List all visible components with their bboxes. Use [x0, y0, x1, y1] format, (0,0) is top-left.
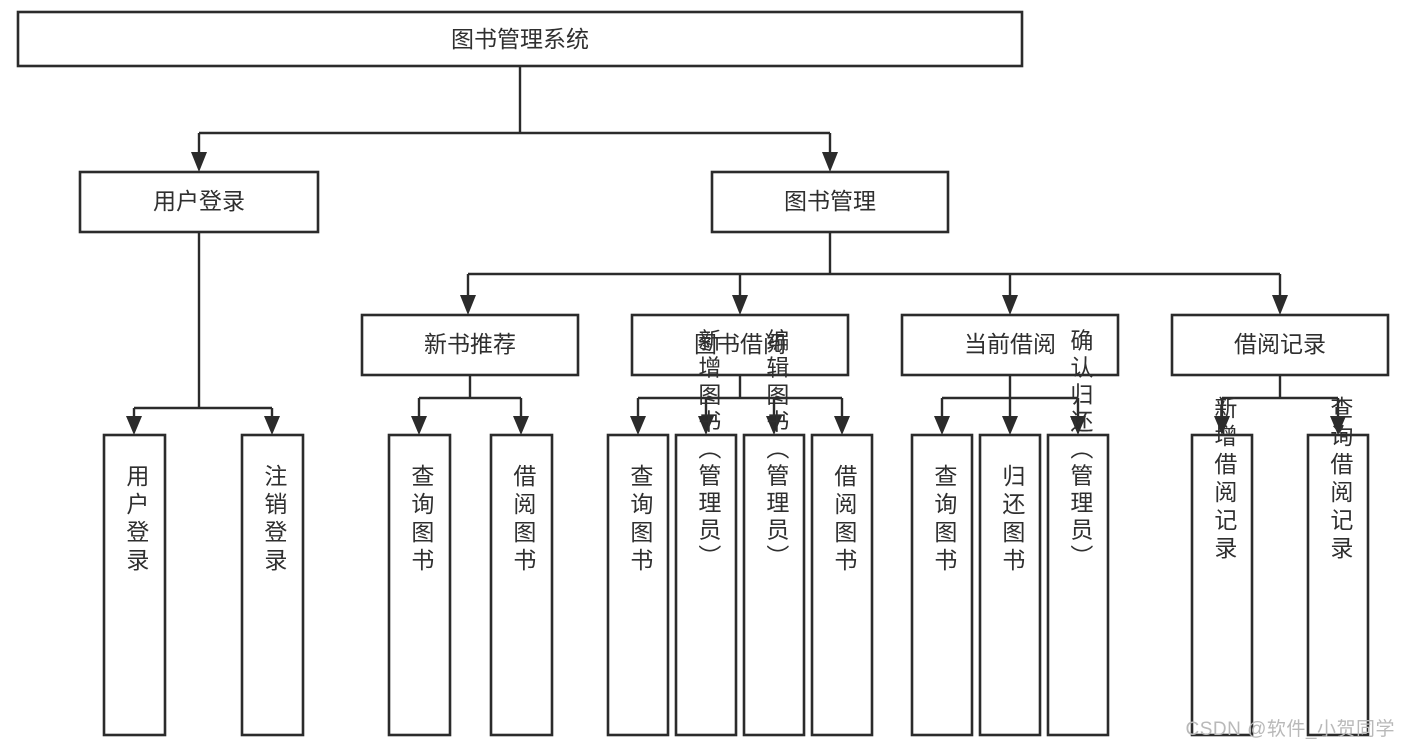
- node-book-management-label: 图书管理: [784, 188, 876, 214]
- node-current-borrow[interactable]: 当前借阅: [900, 313, 1120, 377]
- node-root-book-management-system[interactable]: 图书管理系统: [16, 10, 1024, 68]
- leaf-node-newbook-borrow-book[interactable]: 借阅图书: [489, 433, 554, 737]
- node-current-borrow-box: [900, 313, 1120, 377]
- arrow-to-bookborrow-leaf-2: [698, 416, 714, 435]
- leaf-currentborrow-query-book-box: [910, 433, 974, 737]
- leaf-logout-box: [240, 433, 305, 737]
- leaf-query-borrow-record-label: 查询借阅记录: [1327, 396, 1354, 564]
- arrow-to-bookborrow-leaf-1: [630, 416, 646, 435]
- leaf-node-bookborrow-borrow-book[interactable]: 借阅图书: [810, 433, 874, 737]
- node-user-login-box: [78, 170, 320, 234]
- leaf-node-user-login[interactable]: 用户登录: [102, 433, 167, 737]
- leaf-node-query-borrow-record[interactable]: 查询借阅记录: [1306, 396, 1370, 737]
- arrow-to-currentborrow-leaf-1: [934, 416, 950, 435]
- leaf-user-login-label: 用户登录: [123, 464, 150, 576]
- leaf-currentborrow-confirm-return-box: [1046, 433, 1110, 737]
- leaf-currentborrow-return-book-box: [978, 433, 1042, 737]
- leaf-currentborrow-query-book-label: 查询图书: [931, 464, 958, 576]
- leaf-bookborrow-edit-book-box: [742, 433, 806, 737]
- node-current-borrow-label: 当前借阅: [964, 331, 1056, 357]
- leaf-bookborrow-add-book-box: [674, 433, 738, 737]
- node-book-management-box: [710, 170, 950, 234]
- leaf-currentborrow-return-book-label: 归还图书: [999, 464, 1026, 576]
- arrow-to-book-mgmt: [822, 152, 838, 172]
- node-root-label: 图书管理系统: [451, 26, 589, 52]
- leaf-newbook-query-book-box: [387, 433, 452, 737]
- arrow-to-leaf-logout: [264, 416, 280, 435]
- leaf-bookborrow-query-book-box: [606, 433, 670, 737]
- leaf-newbook-borrow-book-label: 借阅图书: [510, 464, 537, 576]
- leaf-logout-label: 注销登录: [261, 464, 288, 576]
- node-borrow-records-box: [1170, 313, 1390, 377]
- leaf-add-borrow-record-box: [1190, 433, 1254, 737]
- node-borrow-records[interactable]: 借阅记录: [1170, 313, 1390, 377]
- arrowhead-group: [126, 152, 1346, 435]
- arrow-to-borrowrecords-leaf-2: [1330, 416, 1346, 435]
- arrow-to-newbook-leaf-1: [411, 416, 427, 435]
- leaf-newbook-query-book-label: 查询图书: [408, 464, 435, 576]
- arrow-to-newbook-leaf-2: [513, 416, 529, 435]
- arrow-to-user-login: [191, 152, 207, 172]
- leaf-bookborrow-query-book-label: 查询图书: [627, 464, 654, 576]
- arrow-to-currentborrow-leaf-3: [1070, 416, 1086, 435]
- arrow-to-currentborrow-leaf-2: [1002, 416, 1018, 435]
- arrow-to-borrowrecords-leaf-1: [1214, 416, 1230, 435]
- leaf-node-currentborrow-query-book[interactable]: 查询图书: [910, 433, 974, 737]
- arrow-to-book-borrow: [732, 295, 748, 315]
- leaf-node-newbook-query-book[interactable]: 查询图书: [387, 433, 452, 737]
- node-user-login-label: 用户登录: [153, 188, 245, 214]
- node-root-box: [16, 10, 1024, 68]
- arrow-to-new-book: [460, 295, 476, 315]
- node-book-management[interactable]: 图书管理: [710, 170, 950, 234]
- leaf-newbook-borrow-book-box: [489, 433, 554, 737]
- arrow-to-bookborrow-leaf-3: [766, 416, 782, 435]
- leaf-query-borrow-record-box: [1306, 433, 1370, 737]
- arrow-to-current-borrow: [1002, 295, 1018, 315]
- leaf-node-add-borrow-record[interactable]: 新增借阅记录: [1190, 396, 1254, 737]
- leaf-node-bookborrow-add-book[interactable]: 新增图书（管理员）: [674, 329, 738, 737]
- leaf-node-bookborrow-query-book[interactable]: 查询图书: [606, 433, 670, 737]
- leaf-node-currentborrow-return-book[interactable]: 归还图书: [978, 433, 1042, 737]
- leaf-node-bookborrow-edit-book[interactable]: 编辑图书（管理员）: [742, 329, 806, 737]
- leaf-bookborrow-edit-book-label: 编辑图书（管理员）: [763, 329, 790, 572]
- arrow-to-borrow-records: [1272, 295, 1288, 315]
- leaf-bookborrow-borrow-book-label: 借阅图书: [831, 464, 858, 576]
- node-book-borrow[interactable]: 图书借阅: [630, 313, 850, 377]
- arrow-to-bookborrow-leaf-4: [834, 416, 850, 435]
- node-new-book-recommend-box: [360, 313, 580, 377]
- connector-group: [132, 66, 1340, 416]
- leaf-bookborrow-borrow-book-box: [810, 433, 874, 737]
- leaf-user-login-box: [102, 433, 167, 737]
- leaf-node-currentborrow-confirm-return[interactable]: 确认归还（管理员）: [1046, 329, 1110, 737]
- arrow-to-leaf-user-login: [126, 416, 142, 435]
- node-user-login[interactable]: 用户登录: [78, 170, 320, 234]
- node-book-borrow-box: [630, 313, 850, 377]
- leaf-bookborrow-add-book-label: 新增图书（管理员）: [695, 329, 722, 572]
- node-borrow-records-label: 借阅记录: [1234, 331, 1326, 357]
- leaf-add-borrow-record-label: 新增借阅记录: [1211, 396, 1238, 564]
- leaf-currentborrow-confirm-return-label: 确认归还（管理员）: [1067, 329, 1094, 572]
- node-new-book-recommend-label: 新书推荐: [424, 331, 516, 357]
- leaf-node-logout[interactable]: 注销登录: [240, 433, 305, 737]
- node-new-book-recommend[interactable]: 新书推荐: [360, 313, 580, 377]
- node-book-borrow-label: 图书借阅: [694, 331, 786, 357]
